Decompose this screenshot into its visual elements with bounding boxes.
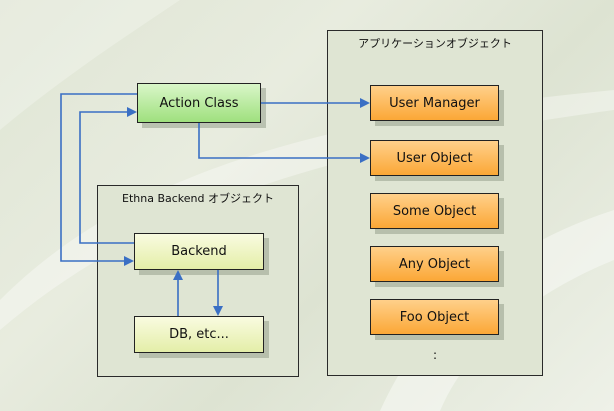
user-object-node: User Object: [370, 140, 499, 176]
action-class-node: Action Class: [137, 83, 261, 123]
arrow-action-to-backend: [60, 93, 137, 266]
backend-node: Backend: [134, 233, 264, 270]
db-node: DB, etc...: [134, 316, 264, 353]
more-objects-ellipsis: :: [432, 348, 438, 362]
arrow-action-to-user-object: [198, 123, 370, 163]
arrow-backend-to-action: [79, 107, 137, 244]
foo-object-node: Foo Object: [370, 299, 499, 335]
ethna-backend-title: Ethna Backend オブジェクト: [122, 192, 274, 205]
some-object-node: Some Object: [370, 193, 499, 229]
user-manager-node: User Manager: [370, 85, 499, 121]
application-objects-title: アプリケーションオブジェクト: [358, 37, 512, 50]
any-object-node: Any Object: [370, 246, 499, 282]
